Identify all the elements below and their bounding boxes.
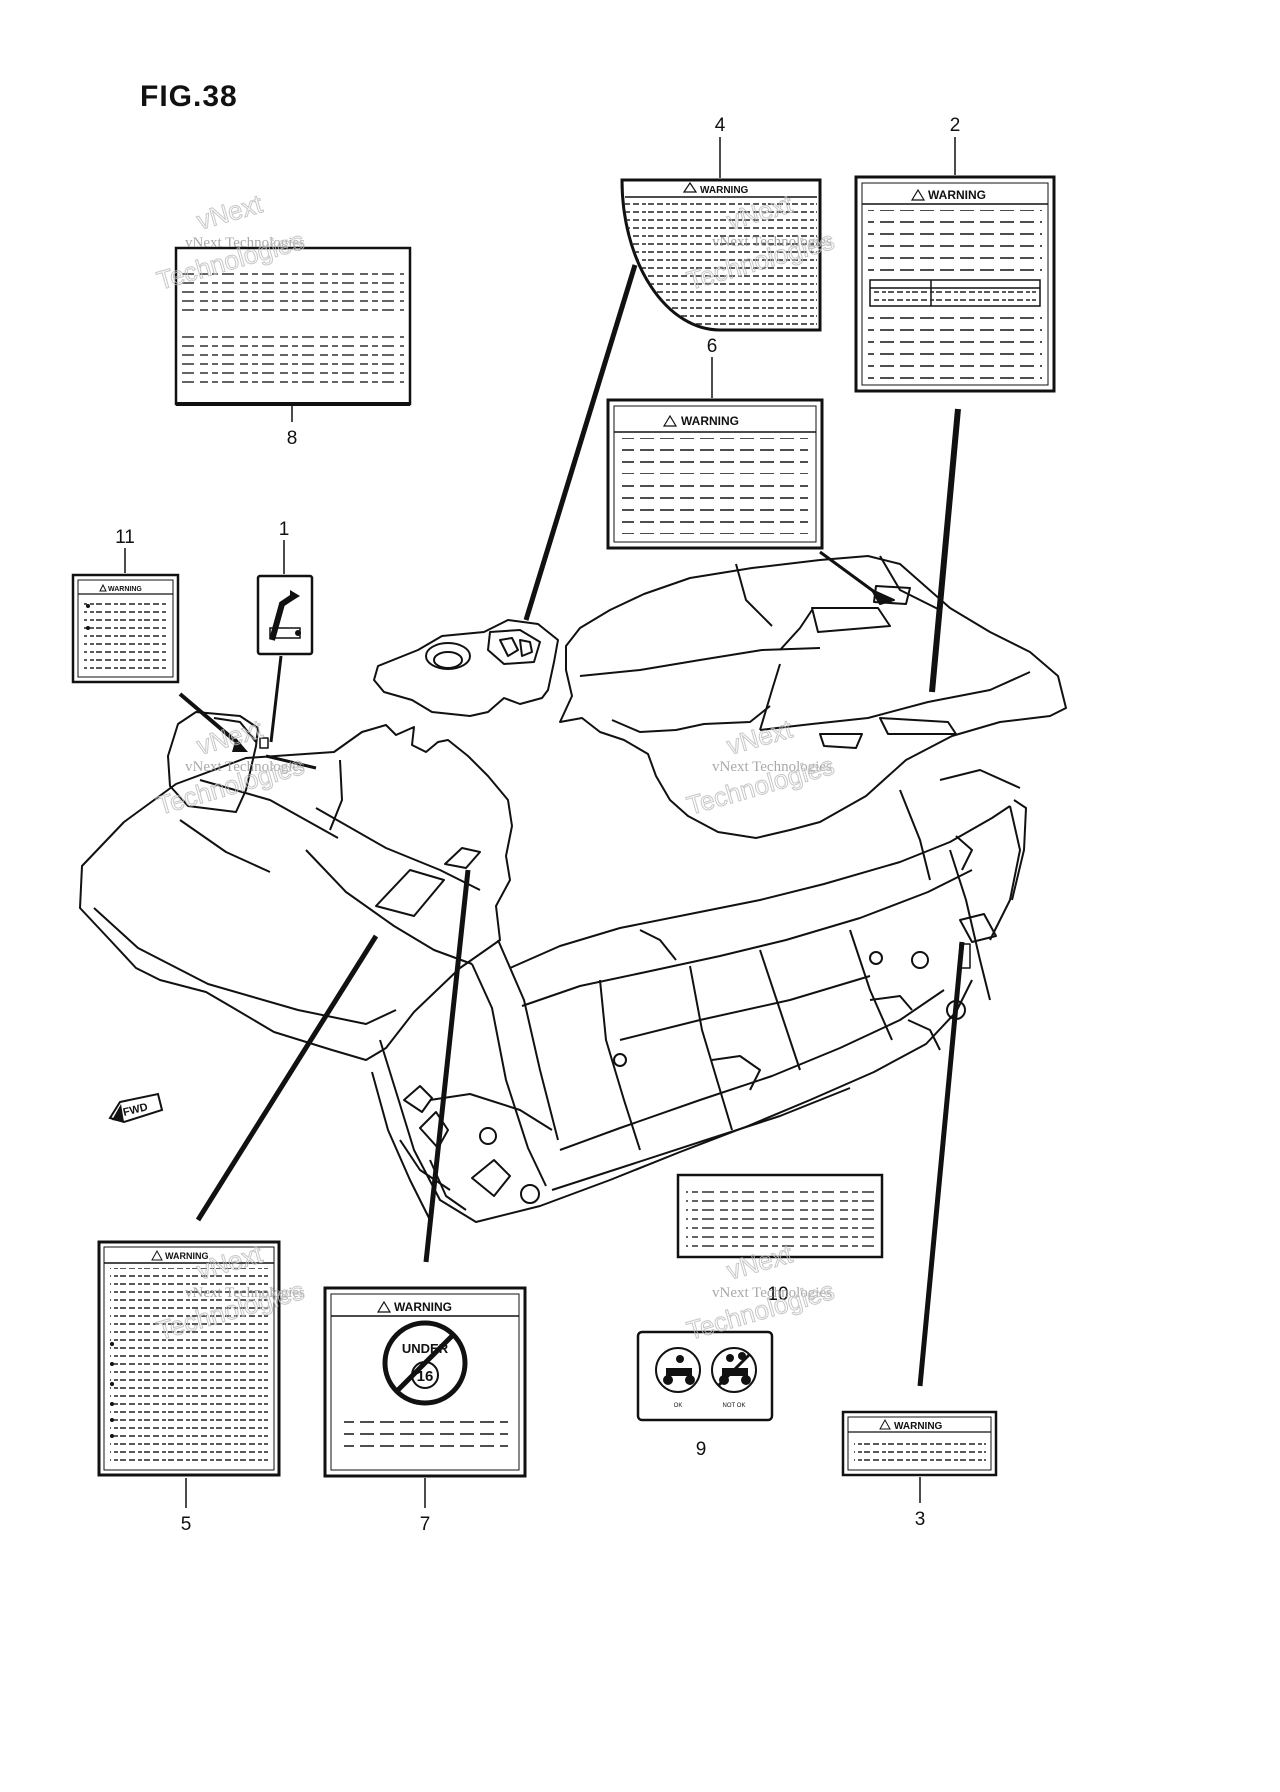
warning-triangle-icon (682, 181, 698, 193)
label-5-decal: WARNING (97, 1240, 281, 1477)
label-5-warning-text: WARNING (165, 1251, 209, 1261)
callout-11: 11 (115, 527, 135, 548)
watermark-text: vNext Technologies (712, 1285, 832, 1301)
leader-line-11-to-part (178, 692, 242, 747)
fwd-label: FWD (122, 1101, 149, 1119)
watermark-text: vNext Technologies (185, 759, 305, 775)
figure-title: FIG.38 (140, 80, 238, 113)
forward-arrow-icon: FWD (108, 1092, 164, 1124)
vehicle-parts-drawing (79, 264, 1067, 1223)
label-3-decal: WARNING (841, 1410, 998, 1477)
callout-3: 3 (915, 1509, 926, 1530)
under-16-prohibition-icon: UNDER 16 (382, 1320, 468, 1406)
label-3-warning-text: WARNING (894, 1421, 943, 1432)
label-4-warning-text: WARNING (700, 185, 749, 196)
warning-triangle-icon (376, 1300, 392, 1313)
callout-4: 4 (715, 115, 726, 136)
label-2-warning-text: WARNING (928, 188, 986, 202)
watermark-text: vNext Technologies (712, 234, 832, 250)
callout-8: 8 (287, 428, 298, 449)
leader-line-1-to-part (269, 655, 283, 743)
ok-riding-icon (655, 1347, 701, 1393)
callout-7: 7 (420, 1514, 431, 1535)
watermark-logo: vNext (193, 713, 266, 760)
label-8-decal (174, 246, 412, 406)
callout-5: 5 (181, 1514, 192, 1535)
callout-6: 6 (707, 336, 718, 357)
watermark-logo: vNext (723, 713, 796, 760)
label-9-decal: OK NOT OK (636, 1330, 774, 1422)
label-10-decal (676, 1173, 884, 1259)
warning-triangle-icon (151, 1249, 163, 1261)
not-ok-riding-icon (711, 1347, 757, 1393)
label-7-warning-text: WARNING (394, 1300, 452, 1314)
watermark-text: vNext Technologies (185, 235, 305, 251)
leader-line-7-to-part (423, 869, 471, 1263)
label-11-decal: WARNING (71, 573, 180, 684)
callout-9: 9 (696, 1439, 707, 1460)
warning-triangle-icon (879, 1418, 891, 1430)
callout-2: 2 (950, 115, 961, 136)
watermark-logo: vNext (193, 188, 266, 235)
label-6-warning-text: WARNING (681, 414, 739, 428)
not-ok-caption: NOT OK (723, 1403, 746, 1409)
label-1-decal (256, 574, 314, 656)
ok-caption: OK (674, 1403, 683, 1409)
label-6-decal: WARNING (606, 398, 824, 550)
label-2-decal: WARNING (854, 175, 1056, 393)
label-11-warning-text: WARNING (108, 586, 142, 593)
watermark-text: vNext Technologies (712, 759, 832, 775)
callout-1: 1 (279, 519, 290, 540)
warning-triangle-icon (910, 188, 926, 201)
label-7-decal: WARNING UNDER 16 (323, 1286, 527, 1478)
callout-10: 10 (767, 1284, 788, 1305)
warning-triangle-icon (662, 414, 678, 427)
leader-line-3-to-part (917, 941, 965, 1387)
age-text: 16 (417, 1368, 434, 1385)
warning-triangle-icon (99, 583, 107, 592)
watermark-text: vNext Technologies (185, 1285, 305, 1301)
leader-line-5-to-part (195, 934, 379, 1222)
leader-line-2-to-part (929, 408, 961, 693)
